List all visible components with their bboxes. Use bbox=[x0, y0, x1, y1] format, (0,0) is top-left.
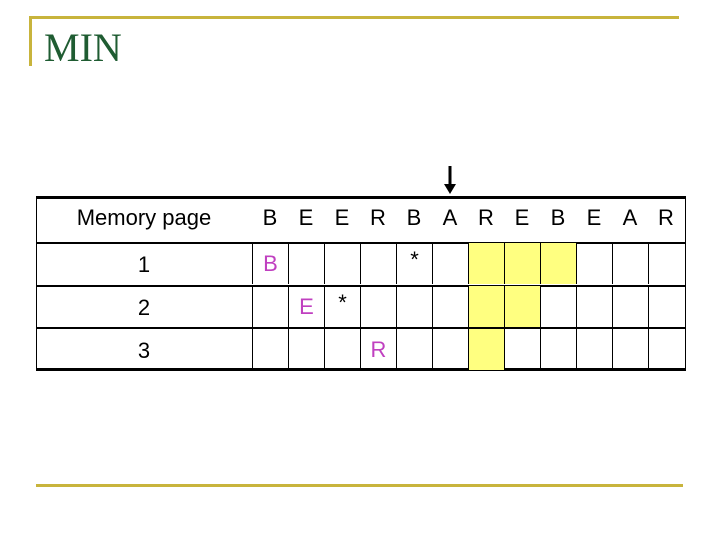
table-cell bbox=[432, 329, 468, 370]
sequence-letter: B bbox=[406, 205, 422, 230]
slide-title: MIN bbox=[44, 25, 122, 70]
highlighted-cell bbox=[468, 329, 504, 370]
table-cell bbox=[324, 243, 360, 284]
sequence-letter: B bbox=[550, 205, 566, 230]
frame-label: 3 bbox=[137, 338, 151, 363]
row-divider bbox=[36, 242, 686, 244]
table-cell bbox=[612, 329, 648, 370]
table-cell bbox=[324, 329, 360, 370]
table-cell bbox=[432, 243, 468, 284]
top-rule bbox=[29, 16, 679, 19]
table-cell bbox=[540, 329, 576, 370]
row-divider bbox=[36, 327, 686, 329]
page-entry: B bbox=[263, 251, 278, 276]
current-position-arrow-icon bbox=[444, 166, 456, 194]
table-cell bbox=[504, 329, 540, 370]
highlighted-cell bbox=[504, 286, 540, 327]
table-cell bbox=[396, 286, 432, 327]
table-cell: * bbox=[396, 243, 432, 284]
table-cell bbox=[396, 329, 432, 370]
header-label: Memory page bbox=[76, 205, 212, 230]
table-cell bbox=[540, 286, 576, 327]
highlighted-cell bbox=[540, 243, 576, 284]
table-cell bbox=[576, 329, 612, 370]
highlighted-cell bbox=[468, 243, 504, 284]
table-cell bbox=[648, 329, 684, 370]
reference-marker: * bbox=[338, 290, 347, 315]
sequence-letter: R bbox=[370, 205, 386, 230]
page-entry: E bbox=[299, 294, 314, 319]
page-entry: R bbox=[370, 337, 387, 362]
sequence-letter: A bbox=[622, 205, 638, 230]
table-cell: B bbox=[252, 243, 288, 284]
table-cell bbox=[576, 286, 612, 327]
top-rule-vertical bbox=[29, 16, 32, 66]
sequence-letter: E bbox=[298, 205, 314, 230]
frame-label: 2 bbox=[137, 295, 151, 320]
table-cell: * bbox=[324, 286, 360, 327]
table-cell bbox=[612, 243, 648, 284]
sequence-letter: E bbox=[514, 205, 530, 230]
bottom-rule bbox=[36, 484, 683, 487]
table-cell: R bbox=[360, 329, 396, 370]
table-cell bbox=[288, 243, 324, 284]
table-cell bbox=[252, 329, 288, 370]
highlighted-cell bbox=[468, 286, 504, 327]
reference-marker: * bbox=[410, 247, 419, 272]
table-cell bbox=[432, 286, 468, 327]
sequence-letter: E bbox=[334, 205, 350, 230]
table-cell bbox=[360, 243, 396, 284]
table-cell bbox=[288, 329, 324, 370]
table-cell bbox=[252, 286, 288, 327]
highlighted-cell bbox=[504, 243, 540, 284]
table-cell: E bbox=[288, 286, 324, 327]
table-cell bbox=[576, 243, 612, 284]
sequence-letter: B bbox=[262, 205, 278, 230]
sequence-letter: E bbox=[586, 205, 602, 230]
table-cell bbox=[648, 243, 684, 284]
table-cell bbox=[612, 286, 648, 327]
sequence-letter: R bbox=[478, 205, 494, 230]
sequence-letter: A bbox=[442, 205, 458, 230]
table-cell bbox=[360, 286, 396, 327]
sequence-letter: R bbox=[658, 205, 674, 230]
table-frame bbox=[36, 196, 686, 371]
row-divider bbox=[36, 285, 686, 287]
frame-label: 1 bbox=[137, 252, 151, 277]
table-cell bbox=[648, 286, 684, 327]
